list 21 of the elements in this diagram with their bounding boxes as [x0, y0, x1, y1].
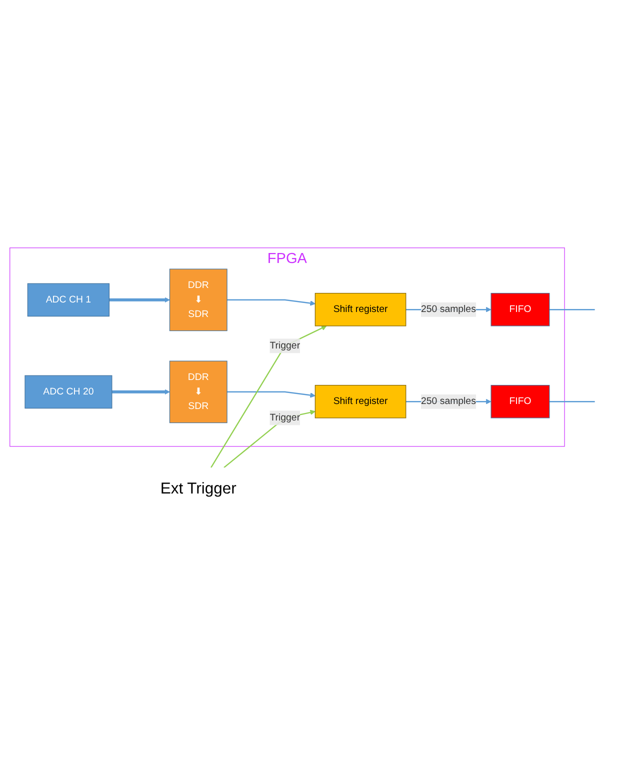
connector [549, 308, 595, 310]
node-box: DDR ⬇ SDR [169, 268, 228, 331]
node-box: ADC CH 1 [27, 283, 110, 316]
node-box: DDR ⬇ SDR [169, 360, 228, 423]
edge-label: Trigger [270, 412, 300, 423]
edge-label: 250 samples [421, 304, 476, 314]
arrow [227, 391, 316, 398]
connector [549, 400, 595, 402]
node-box: ADC CH 20 [24, 375, 112, 408]
edge-label: 250 samples [421, 396, 476, 406]
node-box: FIFO [490, 292, 550, 326]
arrow [109, 297, 170, 302]
arrow [210, 326, 327, 468]
arrow [224, 410, 316, 468]
node-box: Shift register [314, 292, 406, 326]
edge-label: Trigger [270, 340, 300, 351]
arrow [227, 299, 316, 306]
node-box: FIFO [490, 384, 550, 418]
arrow [112, 389, 170, 394]
node-text: Ext Trigger [160, 478, 236, 498]
node-box: Shift register [314, 384, 406, 418]
